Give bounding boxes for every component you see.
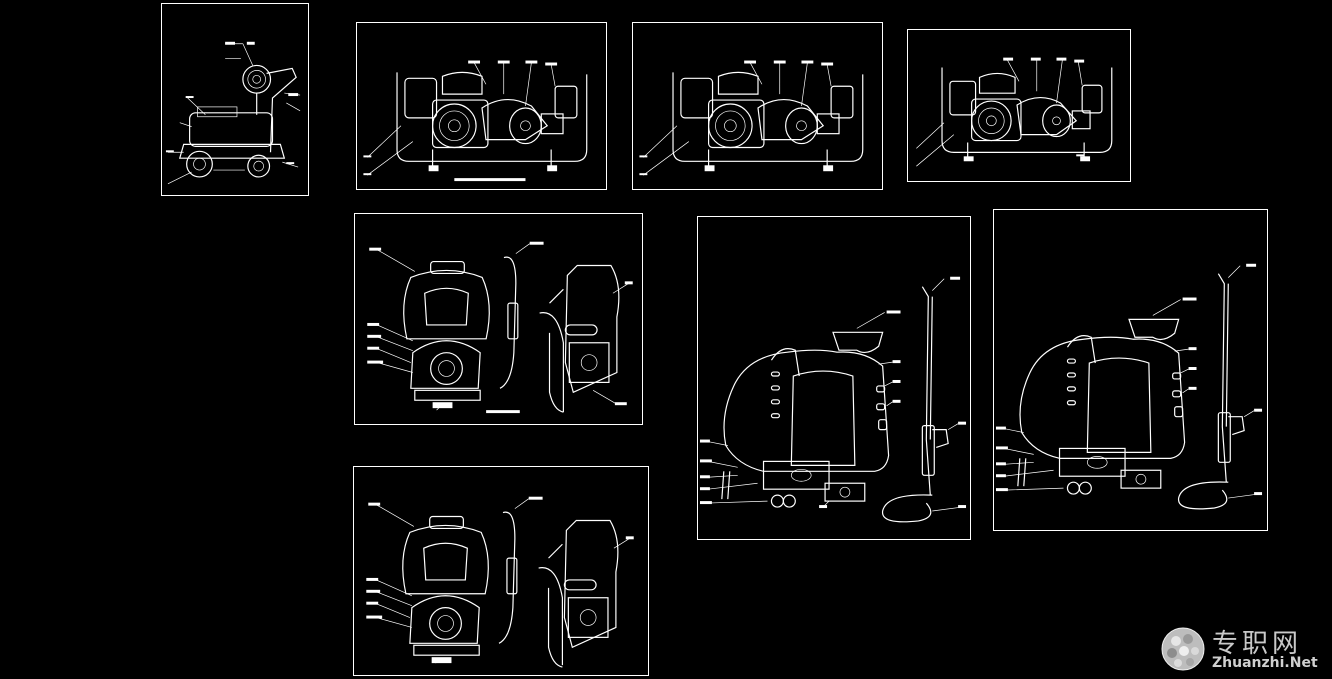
drawing-sheet-3[interactable] (632, 22, 883, 190)
engine-pump-drawing (639, 60, 864, 176)
backpack-sprayer-drawing (367, 241, 633, 414)
trolley-sprayer-drawing (165, 41, 301, 185)
electric-sprayer-drawing (995, 263, 1263, 510)
electric-sprayer-drawing (699, 276, 967, 523)
drawing-sheet-5[interactable] (354, 213, 643, 425)
engine-pump-drawing (363, 60, 588, 182)
globe-logo-icon (1161, 627, 1205, 671)
drawing-sheet-4[interactable] (907, 29, 1131, 182)
watermark-text-cn: 专职网 (1212, 629, 1303, 659)
backpack-sprayer-drawing (366, 496, 634, 668)
drawing-sheet-8[interactable] (993, 209, 1268, 531)
drawing-sheet-1[interactable] (161, 3, 309, 196)
watermark: 专职网 Zhuanzhi.Net (1152, 619, 1332, 679)
drawing-sheet-2[interactable] (356, 22, 607, 190)
engine-pump-drawing (916, 57, 1113, 167)
drawing-sheet-7[interactable] (697, 216, 971, 540)
drawing-sheet-6[interactable] (353, 466, 649, 676)
watermark-text-en: Zhuanzhi.Net (1212, 655, 1318, 671)
